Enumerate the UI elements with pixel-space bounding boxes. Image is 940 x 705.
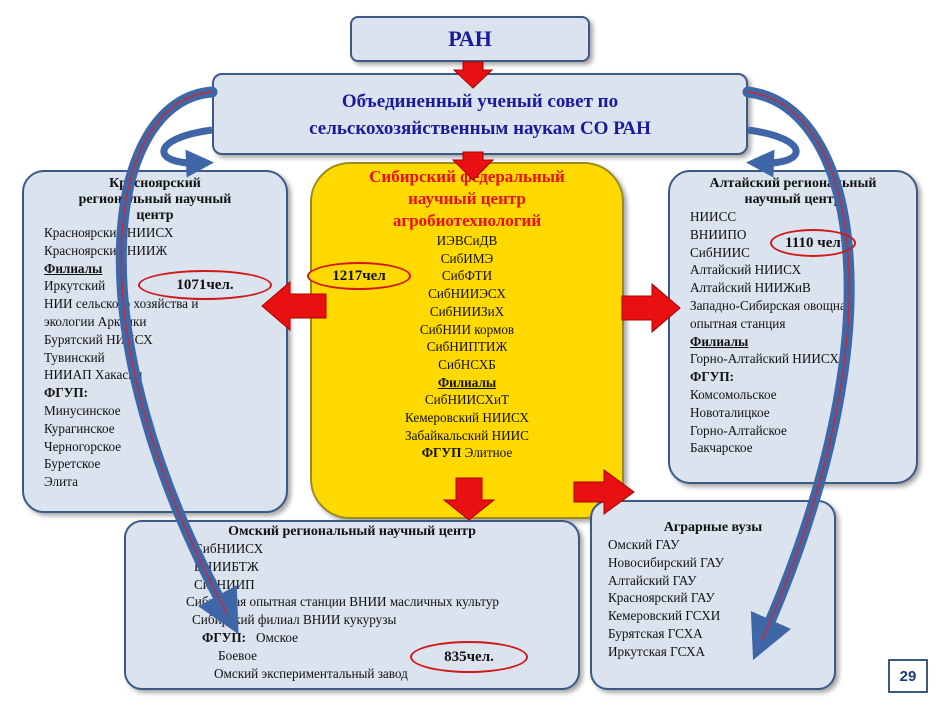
list-item: Алтайский ГАУ [608,572,697,588]
list-item: СибНИИСХиТ [424,392,510,408]
center-staff-oval: 1217чел [307,262,411,290]
fgup-label: ФГУП: [690,369,735,385]
fgup-line: ФГУП Элитное [312,444,622,462]
list-item: Красноярский НИИСХ [44,225,174,240]
list-item: Элита [44,474,78,490]
krasnoyarsk-title-3: центр [136,208,174,223]
center-title-2: научный центр [408,189,526,208]
list-item: ИЭВСиДВ [436,233,498,248]
list-item: Новоталицкое [690,404,770,420]
krasnoyarsk-title-2: региональный научный [78,192,232,207]
fgup-label: ФГУП: [44,385,89,401]
altai-center-box: Алтайский региональный научный центр НИИ… [668,170,918,484]
list-item: Новосибирский ГАУ [608,554,725,570]
list-item: Забайкальский НИИС [405,427,529,443]
krasnoyarsk-center-box: Красноярский региональный научный центр … [22,170,288,513]
small-arrow-right [746,126,800,178]
page-number: 29 [888,659,928,693]
fgup-name: Элитное [461,445,513,461]
list-item: Иркутский [44,278,106,294]
sfsca-center-box: Сибирский федеральный научный центр агро… [310,162,624,519]
center-title-3: агробиотехнологий [392,211,542,230]
branches-label: Филиалы [437,374,497,390]
list-item: экологии Арктики [44,313,147,329]
list-item: опытная станция [690,315,786,331]
fgup-label: ФГУП: [202,629,247,645]
list-item: Омский экспериментальный завод [214,665,408,681]
list-item: Черногорское [44,438,122,454]
list-item: Кемеровский НИИСХ [405,410,529,426]
krasnoyarsk-title-1: Красноярский [109,176,201,191]
small-arrow-left [160,126,214,178]
altai-title-2: научный центр [744,192,842,207]
list-item: Иркутская ГСХА [608,643,706,659]
list-item: СибНИИС [690,244,750,260]
branches-label: Филиалы [690,333,749,349]
fgup-label: ФГУП [421,445,462,461]
list-item: СибИМЭ [440,250,494,266]
list-item: Комсомольское [690,386,777,402]
list-item: СибНИИЗиХ [429,303,505,319]
ran-box: РАН [350,16,590,62]
list-item: Минусинское [44,402,121,418]
list-item: Омское [255,629,299,645]
list-item: Сибирский филиал ВНИИ кукурузы [192,612,397,628]
list-item: Алтайский НИИЖиВ [690,280,811,296]
list-item: ВНИИПО [690,226,747,242]
omsk-title: Омский региональный научный центр [228,524,476,539]
list-item: СибФТИ [441,268,493,284]
altai-staff-oval: 1110 чел [770,229,856,257]
council-title-line2: сельскохозяйственным наукам СО РАН [309,118,651,139]
list-item: СибНИПТИЖ [426,339,508,355]
center-title-1: Сибирский федеральный [369,167,565,186]
list-item: Курагинское [44,420,115,436]
list-item: Буретское [44,456,101,472]
list-item: СибНИИСХ [194,541,264,556]
list-item: НИИ сельского хозяйства и [44,296,199,312]
omsk-staff-oval: 835чел. [410,641,528,673]
list-item: ВНИИБТЖ [194,558,259,574]
council-title-line1: Объединенный ученый совет по [341,91,619,112]
list-item: СибНИИ кормов [419,321,515,337]
agrarian-title: Аграрные вузы [663,520,763,535]
list-item: Тувинский [44,349,105,365]
fgup-line: ФГУП: Омское [126,629,578,647]
list-item: Красноярский НИИЖ [44,242,168,258]
council-box: Объединенный ученый совет по сельскохозя… [212,73,748,155]
altai-title-1: Алтайский региональный [709,176,877,191]
list-item: Горно-Алтайский НИИСХ [690,351,839,367]
list-item: Алтайский НИИСХ [690,262,802,278]
list-item: Бурятская ГСХА [608,625,703,641]
list-item: Бакчарское [690,440,753,456]
list-item: НИИАП Хакасии [44,367,143,383]
list-item: НИИСС [690,209,737,224]
agrarian-universities-box: Аграрные вузы Омский ГАУ Новосибирский Г… [590,500,836,690]
ran-label: РАН [448,26,492,51]
branches-label: Филиалы [44,260,103,276]
list-item: Красноярский ГАУ [608,590,715,606]
list-item: СибНИИП [194,576,255,592]
list-item: Западно-Сибирская овощная [690,297,852,313]
krasnoyarsk-staff-oval: 1071чел. [138,270,272,300]
list-item: Бурятский НИИСХ [44,331,153,347]
list-item: СибНИИЭСХ [428,286,506,302]
list-item: Горно-Алтайское [690,422,787,438]
list-item: СибНСХБ [438,356,496,372]
list-item: Кемеровский ГСХИ [608,608,721,624]
list-item: Сибирская опытная станции ВНИИ масличных… [186,594,500,610]
list-item: Боевое [218,647,257,663]
list-item: Омский ГАУ [608,537,680,552]
